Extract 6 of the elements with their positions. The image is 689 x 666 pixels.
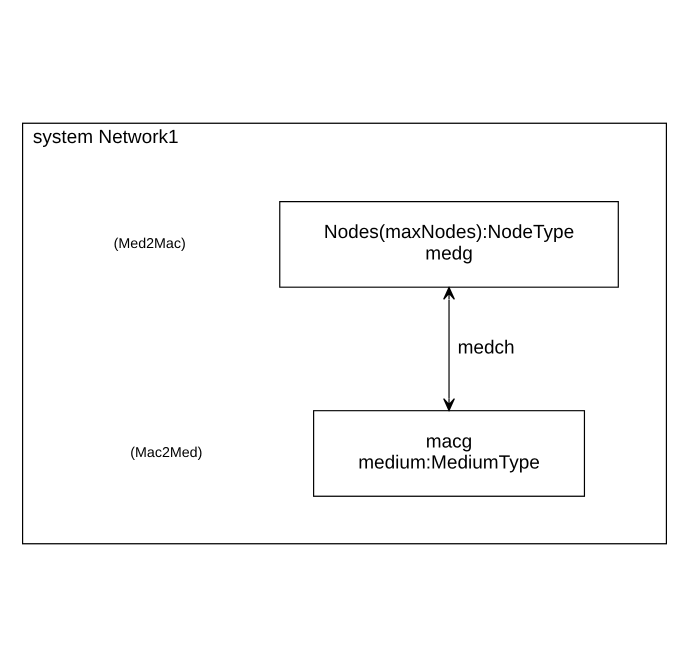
node-box: Nodes(maxNodes):NodeType medg bbox=[279, 200, 619, 288]
edge-label: medch bbox=[458, 336, 515, 358]
label: (Med2Mac) bbox=[114, 236, 186, 252]
node-box: macg medium:MediumType bbox=[313, 410, 586, 496]
arrow bbox=[443, 286, 455, 411]
label: (Mac2Med) bbox=[130, 444, 202, 461]
